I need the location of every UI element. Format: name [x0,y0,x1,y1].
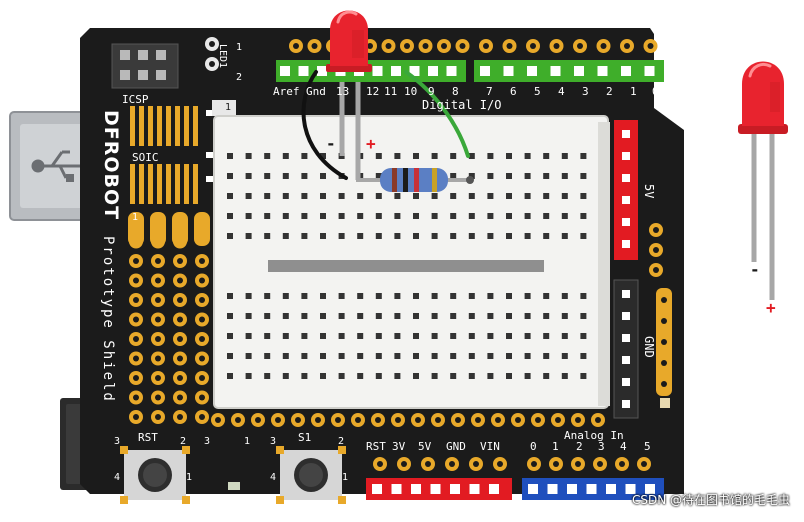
analog-pin-label-5: 5 [644,440,651,453]
led1-label: LED1 [217,44,228,69]
power-pin-label-rst: RST [366,440,386,453]
power-pin-label-5v: 5V [418,440,432,453]
gnd-label: GND [642,336,656,358]
led1-smd [205,37,219,71]
analog-pin-label-1: 1 [552,440,559,453]
breadboard-num-1: 1 [222,102,235,114]
rst-pin-num-1: 1 [186,472,193,483]
analog-pin-label-3: 3 [598,440,605,453]
digital-pin-label-aref: Aref [273,85,300,98]
prototype-pads-left [128,212,210,424]
icsp-header [111,43,179,89]
resistor [356,168,474,192]
analog-in-label: Analog In [564,429,624,442]
side-gold-strip [656,288,672,396]
digital-pin-label-8: 8 [452,85,459,98]
icsp-label: ICSP [122,93,149,106]
digital-pin-label-0: 0 [652,85,659,98]
digital-pin-label-1: 1 [630,85,637,98]
s1-button[interactable] [276,446,346,504]
digital-pin-label-3: 3 [582,85,589,98]
analog-pin-label-0: 0 [530,440,537,453]
power-header [366,478,512,500]
led1-pin-num-2: 2 [236,72,243,83]
digital-header-right [474,60,664,82]
s1-pin-num-1b: 1 [342,472,349,483]
digital-pin-label-9: 9 [428,85,435,98]
prototype-pads-bottom [211,413,605,427]
power-pin-label-3v: 3V [392,440,406,453]
s1-pin-num-2: 2 [338,436,345,447]
standalone-minus-label: - [750,260,760,279]
watermark: CSDN @待在图书馆的毛毛虫 [631,493,790,507]
s1-pin-num-1: 1 [244,436,251,447]
led-on-board [326,10,372,180]
analog-pin-label-4: 4 [620,440,627,453]
digital-pin-label-2: 2 [606,85,613,98]
s1-pin-num-4: 4 [270,472,277,483]
power-pin-label-gnd: GND [446,440,466,453]
digital-pin-label-12: 12 [366,85,380,98]
led-minus-label: - [326,134,336,153]
rst-pin-num-4: 4 [114,472,121,483]
digital-pin-label-7: 7 [486,85,493,98]
rst-pin-num-2: 2 [180,436,187,447]
reset-button[interactable] [120,446,190,504]
product-label: Prototype Shield [100,236,116,403]
led1-pin-num-1: 1 [236,42,243,53]
led2-smd [228,482,240,490]
s1-pin-num-3: 3 [270,436,277,447]
digital-pin-label-gnd: Gnd [306,85,326,98]
led2-label: LED2 [214,493,241,506]
black-wire [301,70,348,180]
led-plus-label: + [366,134,376,153]
digital-pin-label-4: 4 [558,85,565,98]
digital-pin-label-5: 5 [534,85,541,98]
rst-label: RST [138,431,158,444]
digital-pin-label-6: 6 [510,85,517,98]
digital-pin-label-11: 11 [384,85,398,98]
led-standalone [738,61,788,300]
brand-label: DFROBOT [100,110,122,221]
analog-pin-label-2: 2 [576,440,583,453]
pads-num-1: 1 [132,212,139,223]
analog-header [522,478,664,500]
digital-pin-label-10: 10 [404,85,418,98]
rst-pin-num-3: 3 [114,436,121,447]
soic-label: SOIC [132,151,159,164]
power-pin-label-vin: VIN [480,440,500,453]
standalone-plus-label: + [766,298,776,317]
gnd-header [613,279,639,419]
five-v-header [614,120,638,260]
side-pads [649,223,670,408]
green-wire [404,70,470,158]
five-v-label: 5V [642,184,656,199]
digital-io-label: Digital I/O [422,98,502,112]
s1-label: S1 [298,431,312,444]
soic-footprint [124,100,236,204]
breadboard [213,115,610,409]
digital-pin-label-13: 13 [336,85,350,98]
mid-pin-num-3: 3 [204,436,211,447]
